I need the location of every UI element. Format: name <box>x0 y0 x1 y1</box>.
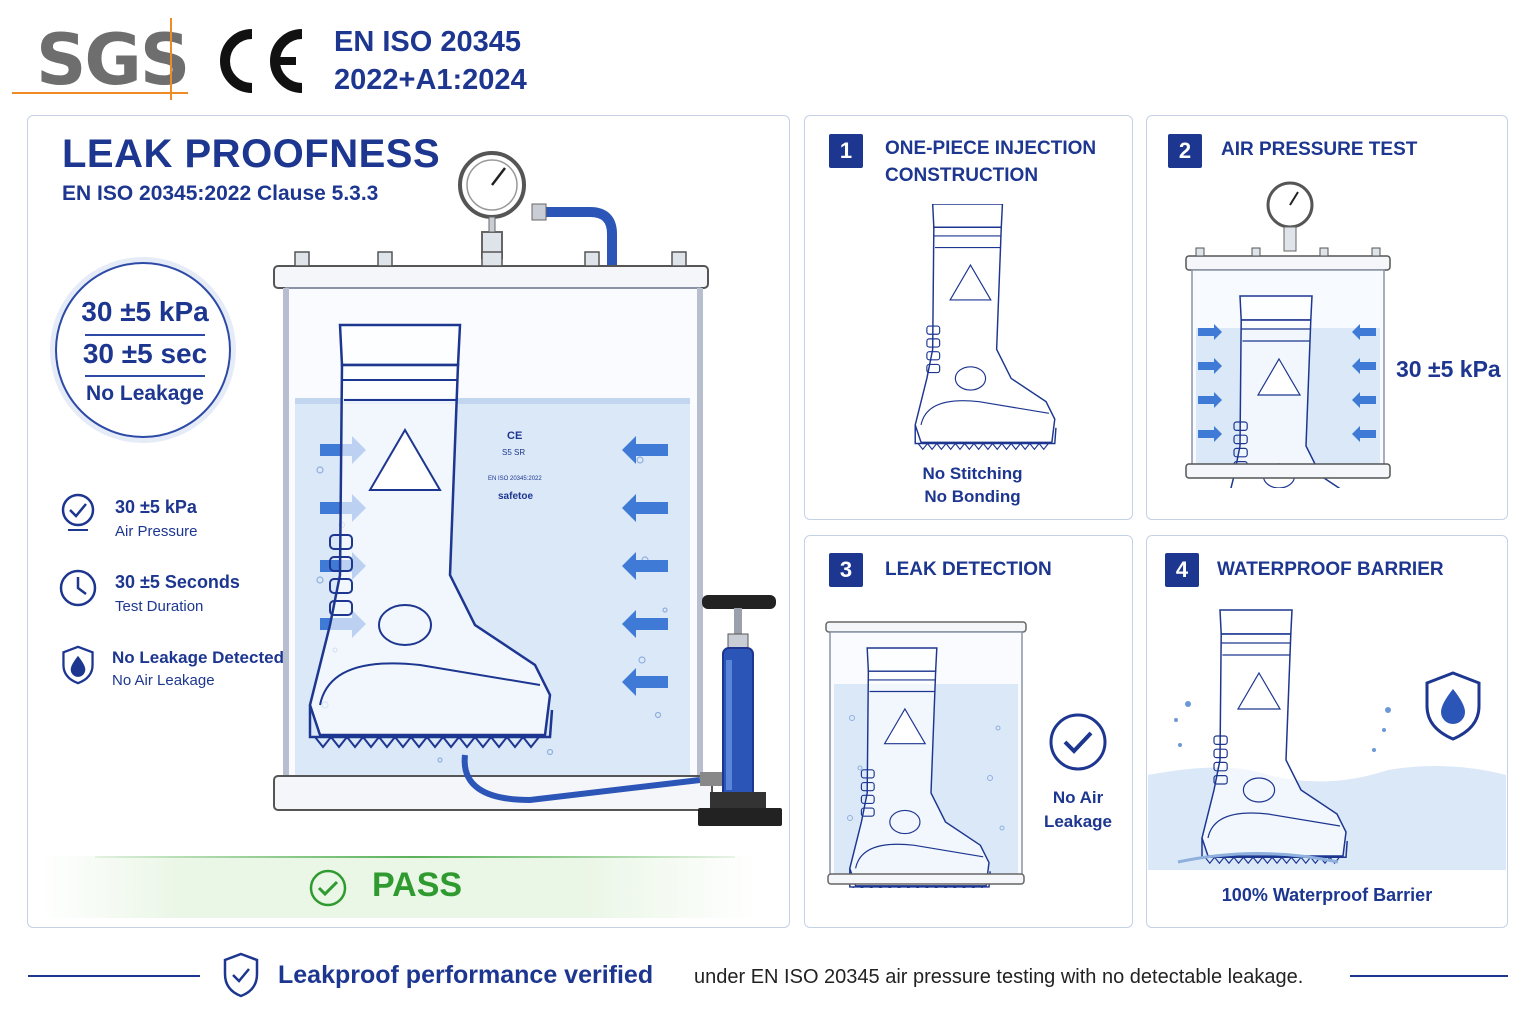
sgs-logo: SGS <box>36 19 190 101</box>
leak-detection-tank-illustration <box>825 621 1027 888</box>
page-title: LEAK PROOFNESS <box>62 132 441 176</box>
step-title: CONSTRUCTION <box>885 165 1039 186</box>
footer-description: under EN ISO 20345 air pressure testing … <box>694 966 1304 988</box>
spec-duration: 30 ±5 sec <box>82 338 208 369</box>
spec-pressure: 30 ±5 kPa <box>81 296 209 327</box>
feature-title: 30 ±5 kPa <box>115 497 197 517</box>
footer-headline: Leakproof performance verified <box>278 961 654 989</box>
clock-icon <box>59 569 97 607</box>
step-number-badge: 2 <box>1168 134 1202 168</box>
shield-check-icon <box>223 952 259 998</box>
header: SGS EN ISO 20345 2022+A1:2024 <box>0 0 1536 110</box>
standard-name: EN ISO 20345 <box>334 26 521 58</box>
test-result: PASS <box>372 866 463 904</box>
water-drop-shield-icon <box>1425 671 1481 741</box>
step-caption: No Bonding <box>924 487 1021 506</box>
boot-ce-label: CE <box>507 430 523 442</box>
pass-band <box>40 856 760 918</box>
check-circle-icon <box>1049 713 1107 771</box>
step-caption: No Stitching <box>922 464 1023 483</box>
step-caption: No Air <box>1052 788 1104 807</box>
check-circle-icon <box>309 869 347 907</box>
feature-subtitle: Test Duration <box>115 598 204 615</box>
footer-divider-right <box>1350 975 1508 977</box>
step-title: ONE-PIECE INJECTION <box>885 138 1097 159</box>
air-pump-icon <box>698 595 782 826</box>
boot-standard-label: EN ISO 20345:2022 <box>488 476 542 482</box>
step-number-badge: 4 <box>1165 553 1199 587</box>
spec-result: No Leakage <box>86 382 204 405</box>
spec-divider <box>85 375 205 377</box>
standard-version: 2022+A1:2024 <box>334 64 527 96</box>
waterproof-splash-illustration <box>1148 609 1506 870</box>
step-number-badge: 1 <box>829 134 863 168</box>
step-caption: 100% Waterproof Barrier <box>1221 885 1433 905</box>
step-title: LEAK DETECTION <box>885 559 1052 580</box>
clause-reference: EN ISO 20345:2022 Clause 5.3.3 <box>62 182 379 205</box>
sgs-logo-divider <box>170 18 172 100</box>
step-title: WATERPROOF BARRIER <box>1217 559 1444 580</box>
footer-divider-left <box>28 975 200 977</box>
step-caption: Leakage <box>1043 812 1113 831</box>
sgs-logo-underline <box>12 92 188 94</box>
boot-size-label: S5 SR <box>502 448 526 457</box>
pressure-tank-illustration <box>273 151 782 826</box>
gauge-icon <box>61 493 95 531</box>
water-drop-shield-icon <box>62 645 94 685</box>
pressure-gauge-icon <box>458 151 617 265</box>
ce-mark-icon <box>220 29 303 93</box>
feature-subtitle: Air Pressure <box>115 523 198 540</box>
step-title: AIR PRESSURE TEST <box>1221 139 1418 160</box>
feature-title: 30 ±5 Seconds <box>115 572 240 592</box>
step-number-badge: 3 <box>829 553 863 587</box>
feature-title: No Leakage Detected <box>112 648 284 667</box>
boot-brand-label: safetoe <box>498 491 534 502</box>
boot-icon <box>914 204 1057 451</box>
step-caption: 30 ±5 kPa <box>1396 356 1501 382</box>
feature-subtitle: No Air Leakage <box>112 672 215 689</box>
pass-divider <box>95 856 735 858</box>
spec-divider <box>85 334 205 336</box>
spec-summary-circle: 30 ±5 kPa 30 ±5 sec No Leakage <box>55 262 231 438</box>
pressure-chamber-illustration <box>1185 181 1391 488</box>
